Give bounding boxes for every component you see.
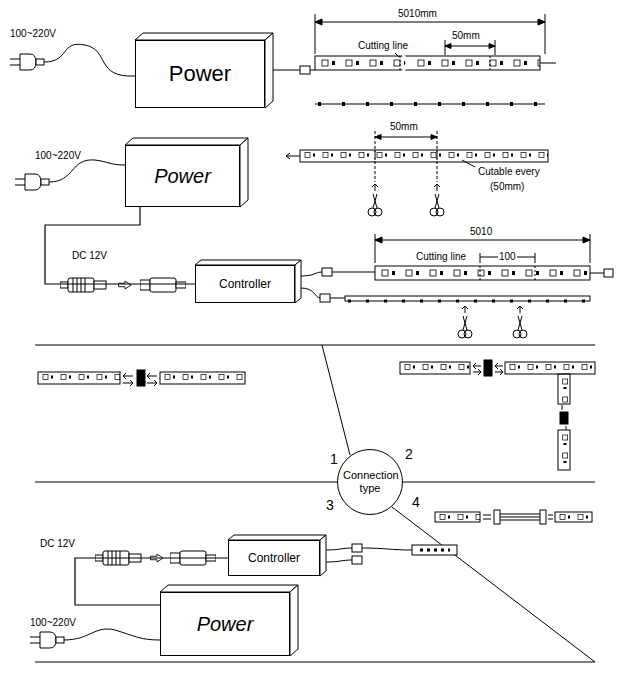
callout-number: 1 xyxy=(330,451,338,467)
voltage-label: DC 12V xyxy=(72,250,107,262)
dimension-label: 100 xyxy=(498,251,517,263)
dimension-label: 5010 xyxy=(470,226,492,238)
controller-box: Controller xyxy=(195,265,295,303)
callout-number: 2 xyxy=(405,446,413,462)
dimension-label: 50mm xyxy=(452,30,480,42)
voltage-label: 100~220V xyxy=(30,617,76,629)
power-supply-box: Power xyxy=(160,592,290,656)
voltage-label: 100~220V xyxy=(10,28,56,40)
dimension-label: 5010mm xyxy=(398,8,437,20)
box-label: Power xyxy=(197,613,254,636)
cutting-note: Cutable every xyxy=(478,166,540,178)
box-label: Power xyxy=(154,165,211,188)
box-label: Power xyxy=(169,61,231,87)
voltage-label: 100~220V xyxy=(35,150,81,162)
dimension-label: 50mm xyxy=(390,121,418,133)
dc-cable xyxy=(45,207,195,284)
callout-number: 3 xyxy=(326,497,334,513)
power-supply-box: Power xyxy=(135,40,265,108)
power-supply-box: Power xyxy=(125,145,240,207)
cutting-note: Cutting line xyxy=(358,40,408,52)
cutting-note: (50mm) xyxy=(490,181,524,193)
cutting-note: Cutting line xyxy=(416,251,466,263)
voltage-label: DC 12V xyxy=(40,538,75,550)
box-label: Connection type xyxy=(343,469,397,494)
controller-box: Controller xyxy=(228,540,320,576)
callout-number: 4 xyxy=(412,494,420,510)
box-label: Controller xyxy=(219,277,271,291)
box-label: Controller xyxy=(248,551,300,565)
connection-type-circle: Connection type xyxy=(337,449,403,515)
